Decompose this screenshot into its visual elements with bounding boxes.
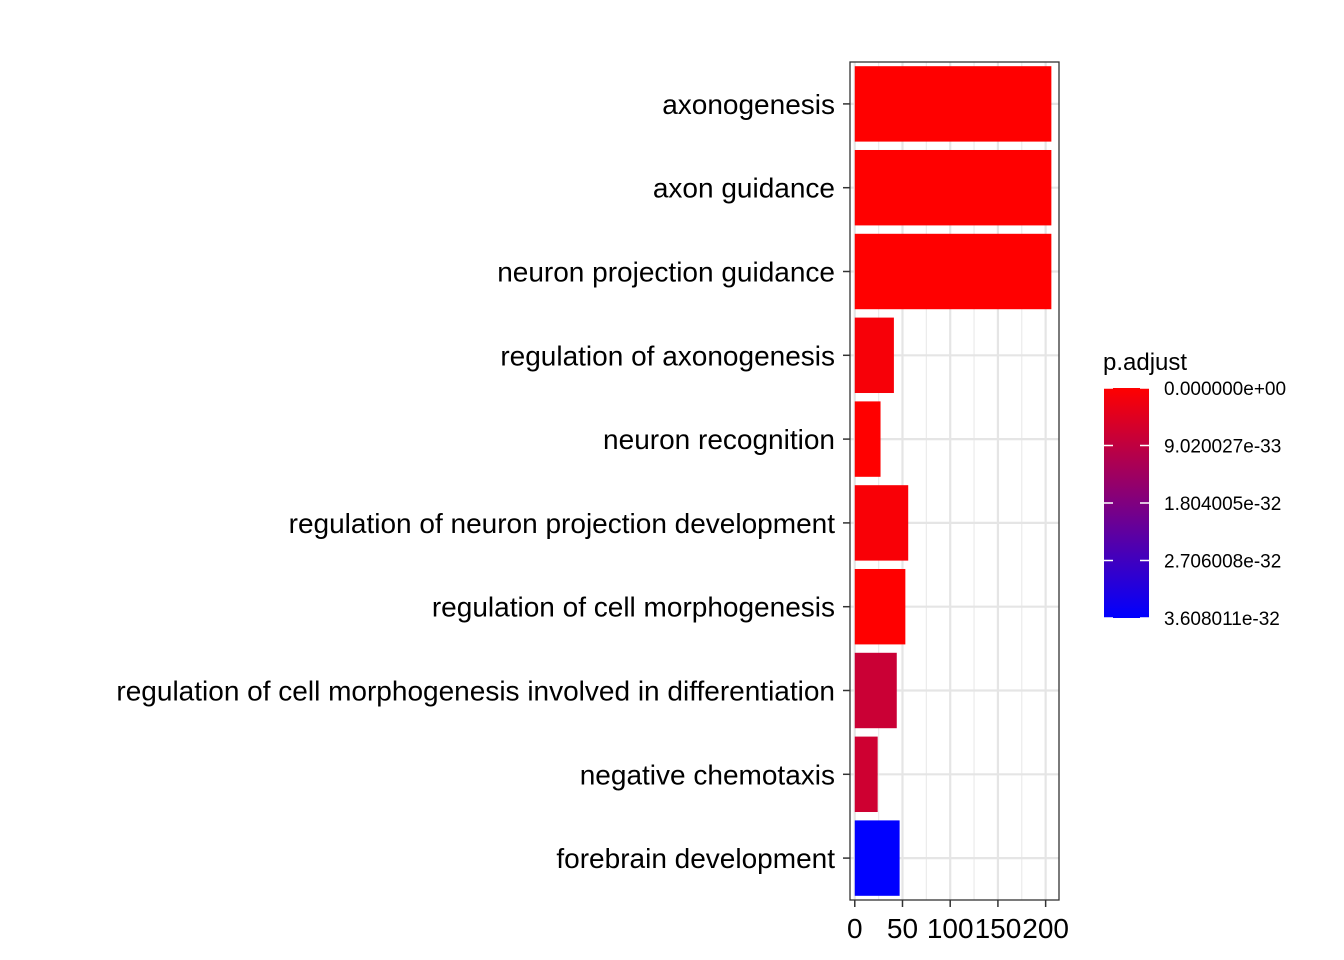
bar <box>854 233 1052 310</box>
legend-label: 0.000000e+00 <box>1164 379 1286 400</box>
legend: p.adjust 0.000000e+00 9.020027e-33 1.80400… <box>1103 349 1286 630</box>
category-label: neuron projection guidance <box>497 257 835 288</box>
legend-label: 9.020027e-33 <box>1164 437 1281 458</box>
panel-border <box>849 61 1060 901</box>
x-tick-label: 200 <box>1022 913 1069 944</box>
category-label: forebrain development <box>556 843 835 874</box>
category-label: regulation of cell morphogenesis involve… <box>116 676 835 707</box>
bar <box>854 736 878 813</box>
category-label: axonogenesis <box>662 89 835 120</box>
bar <box>854 820 900 896</box>
category-label: regulation of neuron projection developm… <box>289 508 836 539</box>
legend-label: 1.804005e-32 <box>1164 494 1281 515</box>
category-label: negative chemotaxis <box>580 759 835 790</box>
x-tick-label: 100 <box>927 913 974 944</box>
x-tick-label: 150 <box>975 913 1022 944</box>
bar <box>854 568 906 645</box>
category-label: regulation of axonogenesis <box>500 340 835 371</box>
bar <box>854 317 894 394</box>
category-label: regulation of cell morphogenesis <box>432 592 835 623</box>
legend-label: 3.608011e-32 <box>1164 609 1280 630</box>
category-label: neuron recognition <box>603 424 835 455</box>
legend-title: p.adjust <box>1103 349 1187 376</box>
bar <box>854 401 881 477</box>
bar <box>854 66 1052 142</box>
legend-label: 2.706008e-32 <box>1164 552 1281 573</box>
bar <box>854 485 909 561</box>
y-axis: axonogenesis axon guidance neuron projecti… <box>116 89 850 874</box>
bars <box>854 66 1052 896</box>
bar <box>854 652 897 729</box>
x-tick-label: 0 <box>847 913 863 944</box>
category-label: axon guidance <box>653 173 835 204</box>
x-tick-label: 50 <box>887 913 918 944</box>
bar <box>854 149 1052 226</box>
